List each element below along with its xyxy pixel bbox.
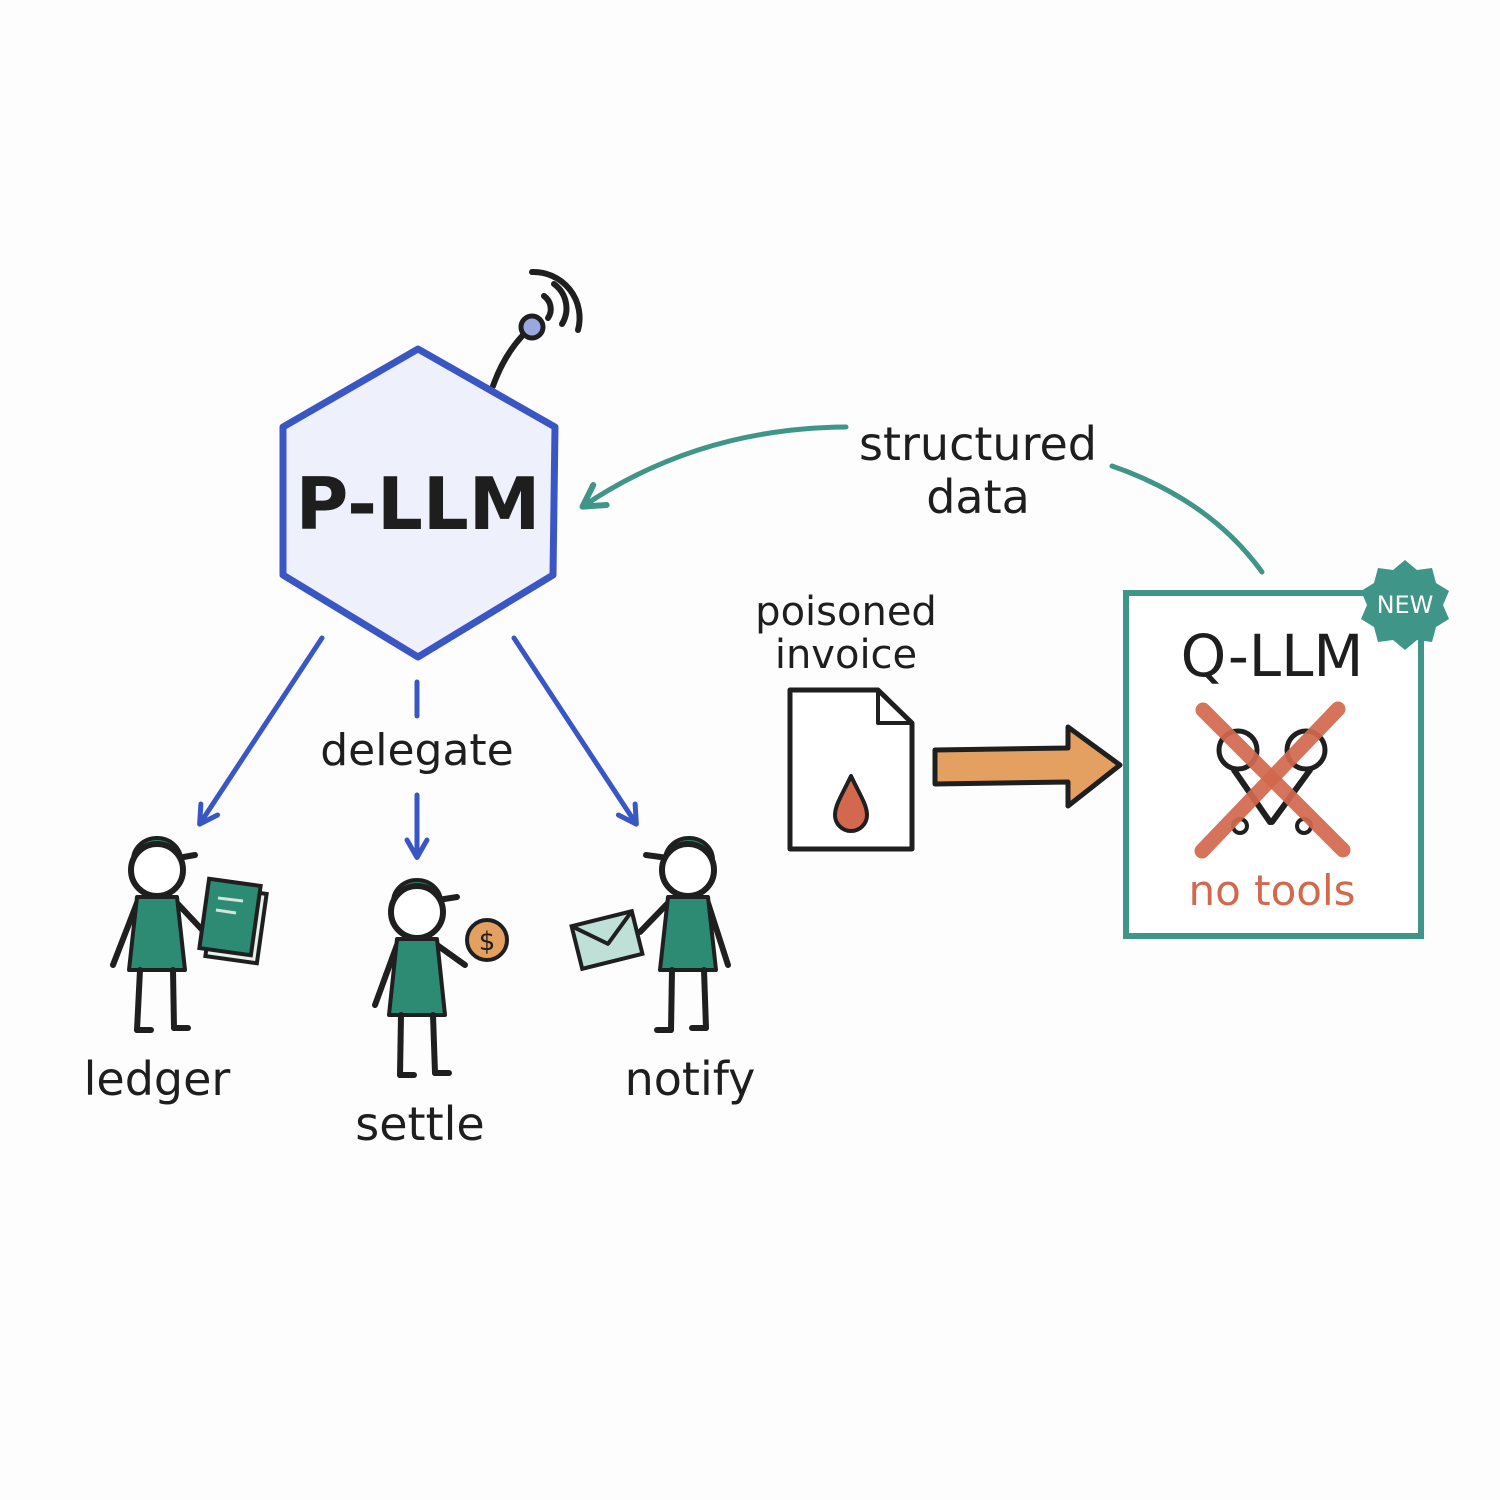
poison-drop-icon bbox=[833, 774, 869, 833]
input-arrow bbox=[932, 724, 1123, 809]
p-llm-hexagon bbox=[279, 345, 559, 661]
delegate-arrows bbox=[197, 635, 639, 860]
worker-settle-label: settle bbox=[355, 1097, 484, 1151]
worker-notify-label: notify bbox=[625, 1052, 756, 1106]
structured-data-line1: structured bbox=[859, 417, 1097, 471]
worker-ledger-label: ledger bbox=[84, 1052, 231, 1106]
crossed-tools-icon bbox=[1194, 701, 1351, 859]
return-arrow bbox=[579, 424, 849, 510]
structured-data-flow: structured data bbox=[579, 417, 1265, 575]
arrow-to-notify bbox=[511, 635, 639, 827]
coin-symbol: $ bbox=[479, 927, 496, 957]
delegate-label: delegate bbox=[320, 725, 514, 776]
worker-figure bbox=[110, 836, 210, 1033]
worker-figure bbox=[372, 878, 468, 1078]
worker-settle: $ settle bbox=[355, 878, 509, 1151]
antenna-icon bbox=[490, 268, 583, 389]
worker-notify: notify bbox=[569, 836, 756, 1106]
envelope-icon bbox=[569, 908, 645, 972]
new-badge: NEW bbox=[1361, 560, 1449, 650]
q-llm-box bbox=[1123, 590, 1424, 939]
p-llm-label: P-LLM bbox=[296, 462, 541, 546]
new-badge-label: NEW bbox=[1377, 591, 1434, 619]
q-llm-constraint: no tools bbox=[1188, 866, 1355, 915]
book-icon bbox=[197, 876, 269, 966]
poisoned-invoice: poisoned invoice bbox=[755, 589, 937, 852]
poisoned-invoice-line1: poisoned bbox=[755, 589, 937, 635]
q-llm-node: Q-LLM no tools NEW bbox=[1123, 560, 1449, 939]
structured-data-line2: data bbox=[926, 470, 1030, 524]
q-llm-label: Q-LLM bbox=[1181, 622, 1364, 690]
document-icon bbox=[787, 687, 915, 852]
p-llm-node: P-LLM bbox=[279, 268, 583, 661]
coin-icon: $ bbox=[465, 918, 509, 962]
poisoned-invoice-line2: invoice bbox=[775, 632, 917, 678]
worker-figure bbox=[637, 836, 731, 1033]
arrow-to-ledger bbox=[197, 635, 325, 827]
worker-ledger: ledger bbox=[84, 836, 269, 1106]
return-arrow-tail bbox=[1109, 463, 1265, 575]
